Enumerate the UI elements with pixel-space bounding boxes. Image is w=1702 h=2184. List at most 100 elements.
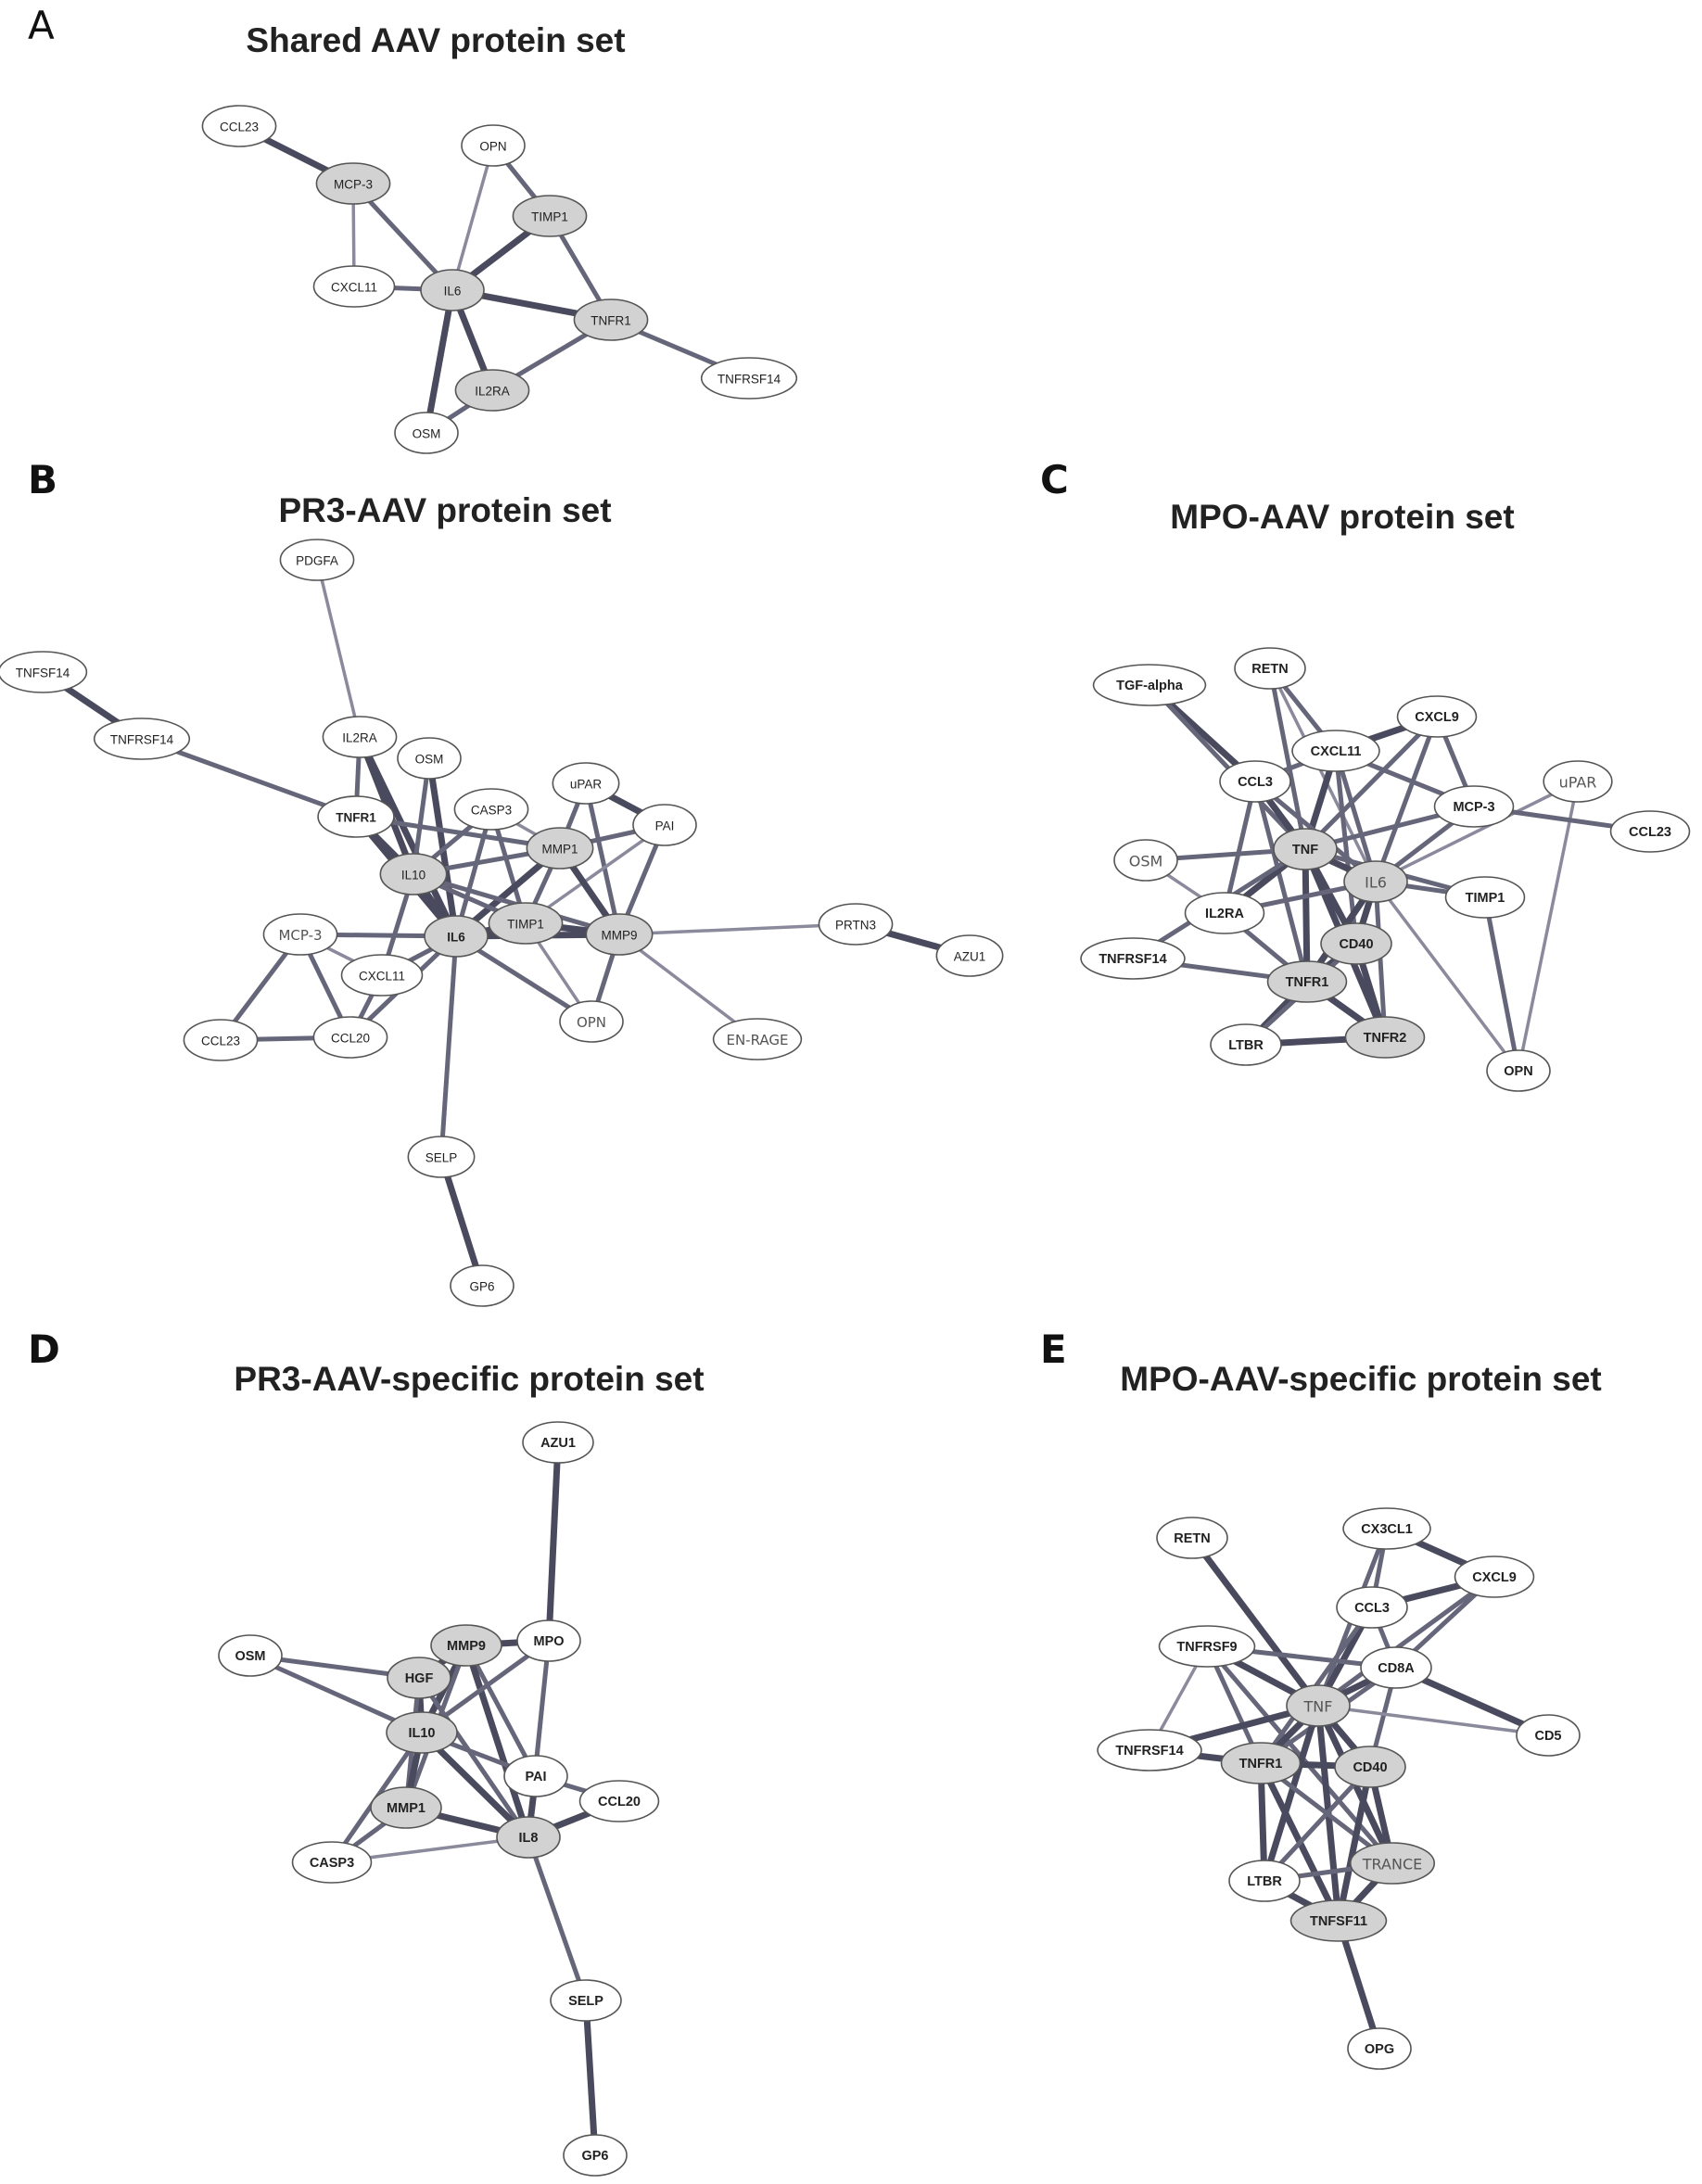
node-label: TIMP1 [1466, 891, 1505, 906]
node-ellipse [322, 716, 398, 758]
node-il2ra: IL2RA [322, 716, 398, 758]
edge-CCL3-IL2RA [1222, 779, 1258, 916]
node-label: CCL3 [1354, 1601, 1390, 1616]
edge-CD40-TNFSF11 [1335, 1763, 1374, 1924]
node-label: CCL23 [220, 121, 259, 134]
node-ellipse [420, 269, 485, 311]
panel-c-title: MPO-AAV protein set [1170, 498, 1514, 536]
node-ellipse [1516, 1714, 1581, 1757]
node-prtn3: PRTN3 [818, 903, 894, 946]
node-label: OPN [1504, 1064, 1532, 1079]
edge-MMP9-PAI [464, 1643, 539, 1779]
node-ellipse [1347, 2027, 1412, 2070]
node-label: SELP [426, 1151, 458, 1165]
node-mmp9: MMP9 [430, 1624, 502, 1667]
node-ellipse [1289, 1899, 1388, 1942]
node-label: CD8A [1378, 1661, 1415, 1676]
node-label: TNFR1 [336, 811, 376, 825]
node-ellipse [712, 1018, 803, 1060]
node-ellipse [1097, 1729, 1202, 1771]
node-label: TNFR1 [1286, 975, 1329, 990]
node-label: IL10 [401, 869, 426, 882]
node-ellipse [1433, 785, 1515, 828]
node-label: TNFRSF14 [1115, 1744, 1183, 1759]
node-il6: IL6 [1343, 860, 1408, 903]
node-ellipse [317, 795, 395, 838]
edge-TIMP1-OPN [1482, 895, 1521, 1073]
node-mmp1: MMP1 [526, 827, 594, 870]
edge-TNF-LTBR [1261, 1702, 1322, 1885]
node-tnfrsf14: TNFRSF14 [93, 717, 191, 760]
node-label: CD5 [1534, 1729, 1561, 1744]
node-hgf: HGF [387, 1657, 451, 1699]
node-label: OPN [479, 140, 506, 154]
edge-CXCL9-TNF [1302, 714, 1440, 852]
panel-a-title: Shared AAV protein set [246, 21, 625, 59]
node-tnf: TNF [1273, 828, 1338, 870]
node-label: CXCL9 [1415, 710, 1459, 725]
node-retn: RETN [1234, 647, 1306, 690]
node-il8: IL8 [496, 1816, 561, 1859]
node-ellipse [1454, 1555, 1535, 1598]
node-tnfrsf14: TNFRSF14 [700, 357, 798, 400]
node-retn: RETN [1156, 1517, 1228, 1559]
node-label: CXCL11 [1311, 744, 1362, 759]
node-label: TNFRSF14 [718, 373, 781, 387]
node-ellipse [379, 853, 448, 895]
panel-b-letter: B [28, 457, 57, 502]
node-label: IL10 [408, 1726, 435, 1741]
node-il2ra: IL2RA [454, 369, 530, 412]
node-ellipse [1219, 760, 1291, 803]
node-ellipse [1444, 876, 1526, 919]
node-ellipse [370, 1786, 442, 1829]
node-il6: IL6 [420, 269, 485, 311]
node-tgf-alpha: TGF-alpha [1092, 664, 1207, 706]
node-label: CCL23 [201, 1035, 240, 1048]
node-opn: OPN [1486, 1049, 1551, 1092]
node-ellipse [552, 762, 620, 805]
node-ellipse [315, 162, 391, 205]
node-label: TNFR1 [591, 314, 631, 328]
node-tnfr1: TNFR1 [573, 298, 649, 341]
node-ellipse [1158, 1625, 1256, 1668]
node-label: AZU1 [540, 1436, 576, 1451]
edge-IL6-TNFR2 [1373, 879, 1388, 1040]
node-ellipse [1291, 730, 1380, 772]
node-label: uPAR [1559, 774, 1597, 792]
node-ellipse [522, 1421, 594, 1464]
node-tnfrsf14: TNFRSF14 [1080, 937, 1186, 980]
node-ellipse [503, 1755, 568, 1797]
node-ellipse [312, 1016, 388, 1059]
node-cxcl11: CXCL11 [1291, 730, 1380, 772]
node-ellipse [1360, 1646, 1432, 1689]
node-timp1: TIMP1 [512, 195, 588, 237]
node-tnfsf11: TNFSF11 [1289, 1899, 1388, 1942]
node-label: TNFSF14 [16, 667, 70, 680]
node-ellipse [450, 1264, 514, 1307]
node-ccl20: CCL20 [312, 1016, 388, 1059]
node-ellipse [516, 1619, 581, 1662]
node-label: CX3CL1 [1361, 1522, 1413, 1537]
edge-PDGFA-IL2RA [315, 558, 362, 739]
node-label: CASP3 [471, 804, 512, 818]
edge-OPN-IL6 [451, 144, 495, 292]
node-gp6: GP6 [450, 1264, 514, 1307]
node-cxcl9: CXCL9 [1454, 1555, 1535, 1598]
panel-d-letter: D [28, 1327, 60, 1372]
node-ellipse [488, 902, 564, 945]
node-label: IL2RA [1205, 907, 1244, 921]
node-ellipse [632, 804, 697, 846]
node-ellipse [1342, 1507, 1431, 1550]
node-label: uPAR [570, 778, 603, 792]
node-cd40: CD40 [1334, 1746, 1406, 1788]
node-label: TNF [1292, 843, 1318, 857]
node-ellipse [578, 1780, 660, 1822]
node-ellipse [1349, 1842, 1436, 1885]
node-ellipse [550, 1979, 622, 2022]
node-cd5: CD5 [1516, 1714, 1581, 1757]
node-label: TRANCE [1362, 1856, 1422, 1873]
node-ellipse [453, 788, 529, 831]
panel-e-letter: E [1040, 1327, 1067, 1372]
node-label: RETN [1174, 1531, 1210, 1546]
